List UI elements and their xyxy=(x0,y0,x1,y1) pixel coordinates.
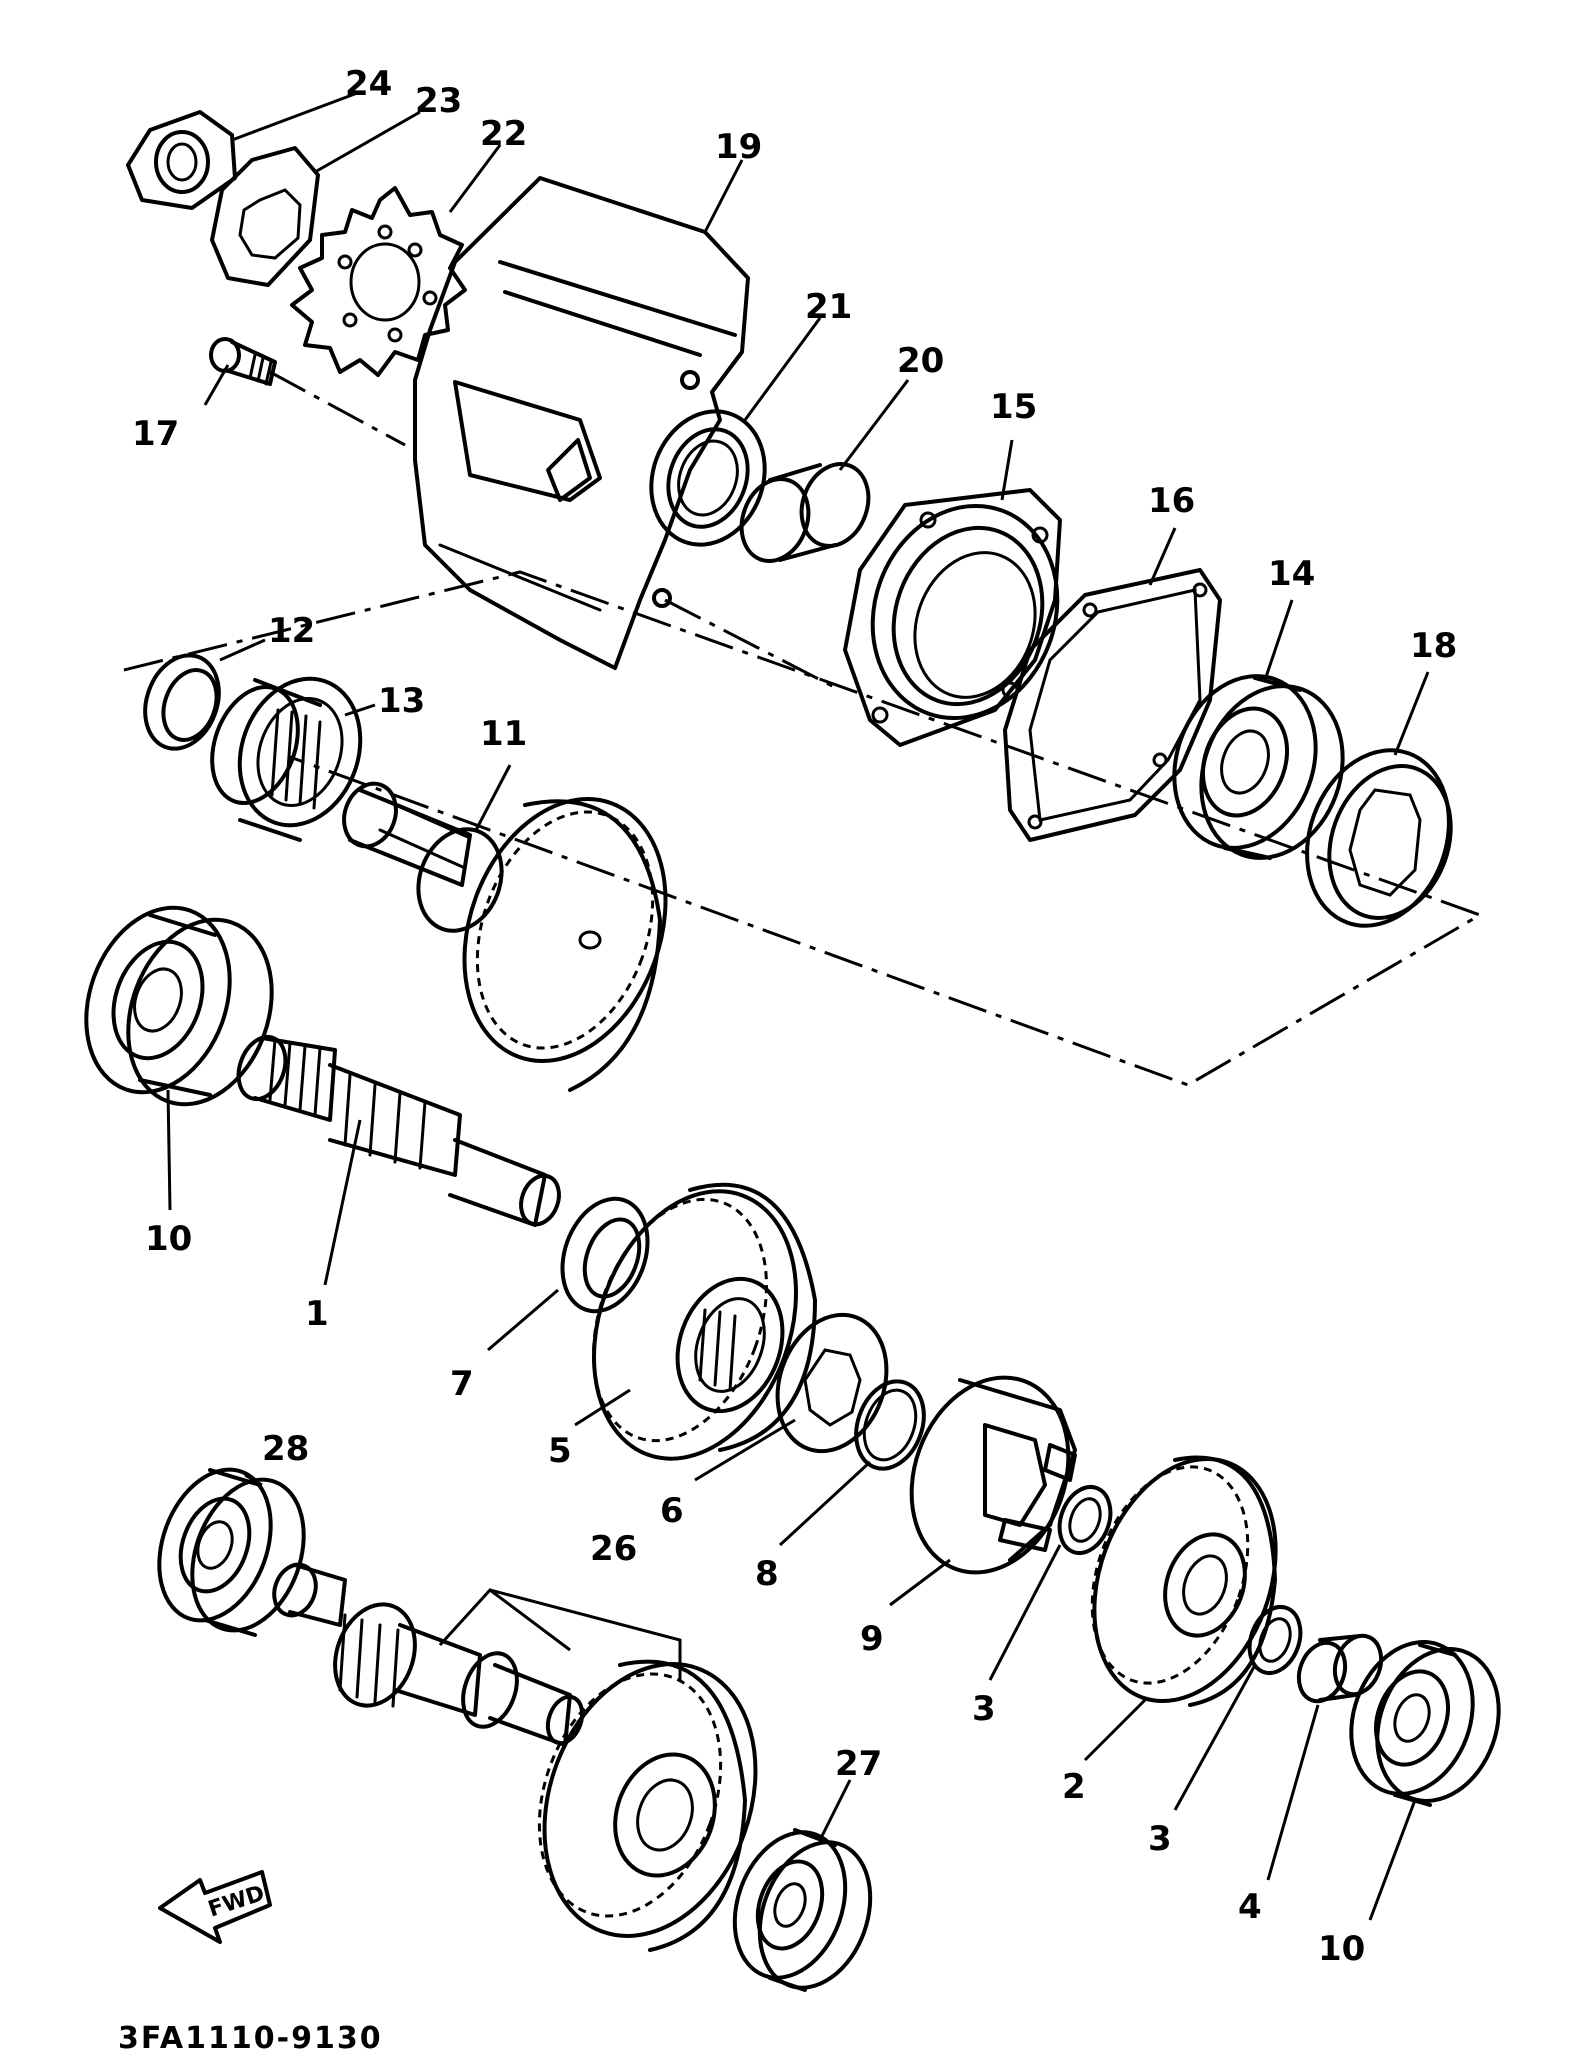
part-13-washer xyxy=(143,653,221,751)
callout-9: 9 xyxy=(860,1619,884,1659)
part-27-bearing xyxy=(732,1828,873,1992)
part-24-lock-washer xyxy=(210,146,320,287)
part-26-drive-axle xyxy=(272,1562,758,1952)
callout-23: 22 xyxy=(480,114,527,154)
callout-17: 16 xyxy=(1148,481,1195,521)
part-23-drive-sprocket xyxy=(290,186,467,377)
callout-26: 26 xyxy=(590,1529,637,1569)
callout-15: 14 xyxy=(1268,554,1315,594)
callout-16: 15 xyxy=(990,387,1037,427)
part-10-bearing xyxy=(1349,1640,1501,1807)
part-3-washer-b xyxy=(1247,1605,1303,1675)
part-2-gear xyxy=(1090,1455,1278,1707)
callout-3b: 3 xyxy=(1148,1819,1172,1859)
leader-lines xyxy=(166,90,1430,1921)
part-8-washer xyxy=(560,1196,650,1314)
callout-28: 28 xyxy=(262,1429,309,1469)
callout-12: 11 xyxy=(480,714,527,754)
callout-19: 18 xyxy=(1410,626,1457,666)
part-14-needle-bearing xyxy=(210,676,363,842)
callout-5: 5 xyxy=(548,1431,572,1471)
part-22-oil-seal xyxy=(649,409,767,547)
callout-22: 21 xyxy=(805,287,852,327)
callout-20: 19 xyxy=(715,127,762,167)
part-9-dog-clutch xyxy=(909,1375,1077,1575)
callout-27: 27 xyxy=(835,1744,882,1784)
callout-13: 12 xyxy=(268,611,315,651)
part-3-washer-a xyxy=(1057,1485,1113,1555)
callout-7: 8 xyxy=(755,1554,779,1594)
part-4-collar xyxy=(1296,1633,1384,1704)
callout-6: 6 xyxy=(660,1491,684,1531)
callout-8: 7 xyxy=(450,1364,474,1404)
part-20-sprocket-cover xyxy=(413,176,750,670)
part-12-gear-shaft xyxy=(342,781,668,1092)
fwd-arrow-icon: FWD xyxy=(158,1870,272,1944)
callout-11: 10 xyxy=(145,1219,192,1259)
drawing-code: 3FA1110-9130 xyxy=(118,2021,383,2056)
callout-3a: 3 xyxy=(972,1689,996,1729)
callout-18: 17 xyxy=(132,414,179,454)
part-25-nut xyxy=(126,110,237,210)
callout-4: 4 xyxy=(1238,1887,1262,1927)
part-6-lock-washer xyxy=(775,1312,889,1454)
part-11-bearing xyxy=(84,905,274,1107)
part-16-bearing-housing xyxy=(843,488,1062,747)
part-19-bearing-retainer xyxy=(1305,748,1453,928)
part-15-bearing xyxy=(1172,674,1345,860)
part-1-main-axle xyxy=(236,1035,561,1227)
assembly-lines xyxy=(123,370,1484,1087)
callout-25: 24 xyxy=(345,64,392,104)
callout-21: 20 xyxy=(897,341,944,381)
callout-labels: 24 23 22 19 21 20 15 16 14 18 12 13 11 1… xyxy=(132,64,1457,1969)
part-7-circlip xyxy=(854,1379,926,1471)
callout-10: 10 xyxy=(1318,1929,1365,1969)
callout-1: 1 xyxy=(305,1294,329,1334)
callout-24: 23 xyxy=(415,81,462,121)
part-21-collar xyxy=(739,462,871,563)
callout-14: 13 xyxy=(378,681,425,721)
part-17-gasket xyxy=(1003,568,1222,842)
callout-2: 2 xyxy=(1062,1767,1086,1807)
part-28-bearing xyxy=(157,1467,306,1637)
